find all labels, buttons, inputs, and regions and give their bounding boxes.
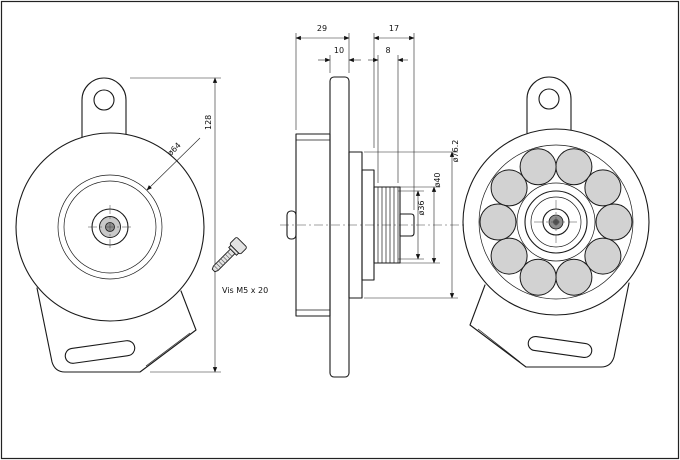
roller-circles (479, 148, 633, 296)
screw: Vis M5 x 20 (211, 237, 268, 295)
rear-lug-hole (538, 88, 560, 110)
dim-36-label: ø36 (417, 200, 426, 215)
dim-128-label: 128 (204, 115, 213, 130)
front-foot-bend-line (145, 332, 191, 367)
dim-29-label: 29 (317, 24, 327, 33)
dim-8-label: 8 (385, 46, 390, 55)
front-ring-outer (57, 174, 163, 280)
roller (595, 203, 633, 241)
front-ring-inner (63, 180, 157, 274)
rear-foot-bend-line (477, 328, 521, 363)
dim-76-label: ø76.2 (451, 140, 460, 163)
screw-shank (211, 248, 236, 273)
front-view (15, 77, 205, 373)
rear-top-lug (526, 76, 572, 134)
roller (584, 237, 622, 275)
rib-grooves (377, 187, 399, 263)
roller (479, 203, 517, 241)
section-view (280, 76, 466, 378)
front-outer-circle (15, 132, 205, 322)
front-foot (36, 287, 197, 373)
shaft-stub (399, 213, 415, 237)
rear-hub-ring-inner (530, 196, 582, 248)
rear-foot (469, 282, 630, 368)
front-lug-hole (93, 89, 115, 111)
roller (490, 169, 528, 207)
rear-view (462, 76, 650, 368)
screw-label: Vis M5 x 20 (222, 286, 268, 295)
roller (555, 258, 593, 296)
roller (584, 169, 622, 207)
rear-race-inner (516, 182, 596, 262)
rear-foot-slot (527, 335, 593, 359)
front-foot-slot (64, 340, 136, 364)
front-top-lug (81, 77, 127, 138)
rear-outer-circle (462, 128, 650, 316)
roller (519, 258, 557, 296)
roller (519, 148, 557, 186)
dim-17-label: 17 (389, 24, 399, 33)
dim-10-label: 10 (334, 46, 344, 55)
roller (490, 237, 528, 275)
section-view-dimensions: 29 17 10 8 ø76.2 ø40 ø36 (295, 24, 460, 299)
screw-threads (213, 251, 233, 271)
rear-hub-ring-outer (524, 190, 588, 254)
leader-line-d64 (146, 137, 201, 191)
rear-race-outer (478, 144, 634, 300)
dim-40-label: ø40 (433, 172, 442, 187)
